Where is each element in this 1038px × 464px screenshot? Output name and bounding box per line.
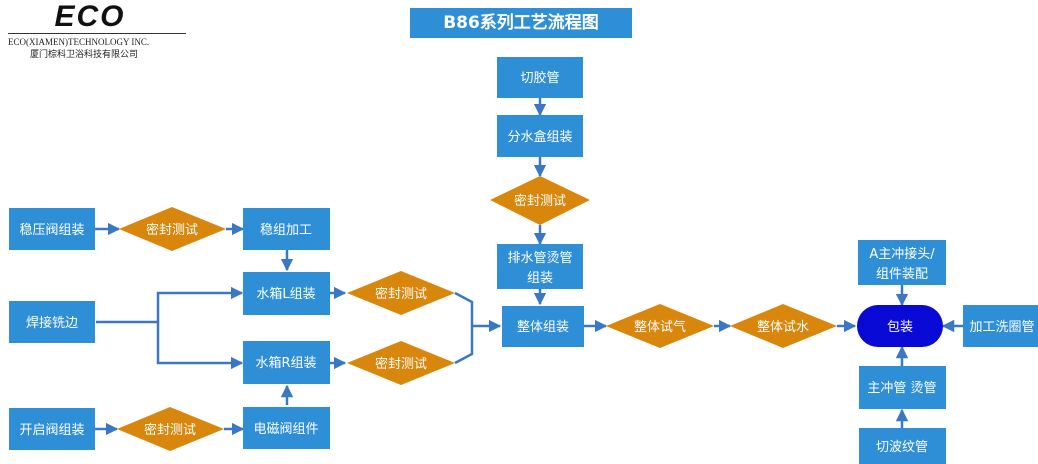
node-a-main: A主冲接头/ 组件装配: [858, 240, 946, 285]
node-cut-hose-label: 切胶管: [520, 70, 559, 86]
node-weld-mill: 焊接铣边: [9, 301, 95, 343]
company-name-cn: 厦门棕科卫浴科技有限公司: [30, 50, 139, 60]
node-seal-test-l-label: 密封测试: [375, 286, 427, 302]
line-seal-l-merge: [454, 291, 474, 326]
node-water-test-label: 整体试水: [757, 320, 809, 335]
node-seal-test-valve-label: 密封测试: [144, 422, 196, 438]
node-regulator-asm: 稳压阀组装: [9, 208, 95, 250]
test-diamonds: 密封测试 密封测试 密封测试 密封测试 整体试气 整体试水 密封测试: [117, 176, 837, 451]
node-main-flush: 主冲管 烫管: [859, 366, 946, 409]
node-seal-test-top: 密封测试: [490, 176, 590, 225]
node-seal-test-top-label: 密封测试: [514, 193, 566, 209]
node-final-asm: 整体组装: [502, 306, 584, 347]
node-main-flush-label: 主冲管 烫管: [867, 381, 936, 396]
node-drain-pipe: 排水管烫管 组装: [497, 244, 583, 289]
node-drain-pipe-label-1: 排水管烫管: [507, 251, 572, 266]
node-packing: 包装: [857, 305, 943, 347]
line-seal-r-merge: [454, 326, 474, 365]
node-open-valve-asm-label: 开启阀组装: [19, 423, 84, 438]
node-stabilizer-proc-label: 稳组加工: [260, 222, 312, 238]
node-cut-corrugated: 切波纹管: [859, 428, 946, 464]
node-weld-mill-label: 焊接铣边: [26, 315, 78, 331]
node-final-asm-label: 整体组装: [517, 320, 569, 335]
node-open-valve-asm: 开启阀组装: [9, 408, 95, 450]
node-manifold-asm: 分水盒组装: [497, 115, 583, 157]
node-bowl-pipe: 加工洗圈管: [963, 305, 1038, 347]
node-cut-corrugated-label: 切波纹管: [876, 440, 928, 455]
node-a-main-label-2: 组件装配: [876, 267, 928, 282]
eco-logo-mark: ECO: [54, 0, 126, 33]
diagram-title: B86系列工艺流程图: [410, 8, 632, 38]
node-tank-l: 水箱L组装: [243, 272, 330, 315]
node-water-test: 整体试水: [730, 304, 837, 348]
node-stabilizer-proc: 稳组加工: [243, 208, 330, 250]
node-seal-test-valve: 密封测试: [117, 407, 224, 451]
node-solenoid-label: 电磁阀组件: [253, 422, 318, 437]
connectors: [95, 98, 963, 436]
node-drain-pipe-label-2: 组装: [527, 271, 553, 286]
node-solenoid: 电磁阀组件: [243, 407, 330, 449]
arrow-weld-to-tankr: [156, 322, 244, 370]
node-seal-test-r: 密封测试: [347, 341, 455, 385]
node-seal-test-r-label: 密封测试: [375, 356, 427, 372]
logo-divider: [8, 33, 186, 34]
node-air-test: 整体试气: [606, 304, 714, 348]
node-regulator-asm-label: 稳压阀组装: [19, 222, 84, 238]
node-seal-test-l: 密封测试: [347, 271, 455, 315]
node-bowl-pipe-label: 加工洗圈管: [969, 320, 1034, 335]
node-tank-l-label: 水箱L组装: [256, 286, 315, 302]
arrow-weld-to-tankl: [156, 286, 244, 322]
process-boxes: 切胶管 分水盒组装 排水管烫管 组装 稳压阀组装 稳组加工 焊接铣边 水箱L组装: [9, 57, 1038, 464]
company-name-en: ECO(XIAMEN)TECHNOLOGY INC.: [8, 37, 150, 47]
company-logo: ECO ECO(XIAMEN)TECHNOLOGY INC. 厦门棕科卫浴科技有…: [8, 2, 193, 62]
node-air-test-label: 整体试气: [634, 319, 686, 335]
node-seal-test-1: 密封测试: [119, 207, 226, 251]
node-a-main-label-1: A主冲接头/: [869, 246, 935, 262]
node-tank-r: 水箱R组装: [243, 341, 330, 384]
node-tank-r-label: 水箱R组装: [255, 355, 316, 371]
node-manifold-asm-label: 分水盒组装: [507, 129, 572, 145]
node-seal-test-1-label: 密封测试: [146, 222, 198, 238]
node-cut-hose: 切胶管: [497, 57, 583, 98]
node-packing-label: 包装: [887, 320, 913, 335]
